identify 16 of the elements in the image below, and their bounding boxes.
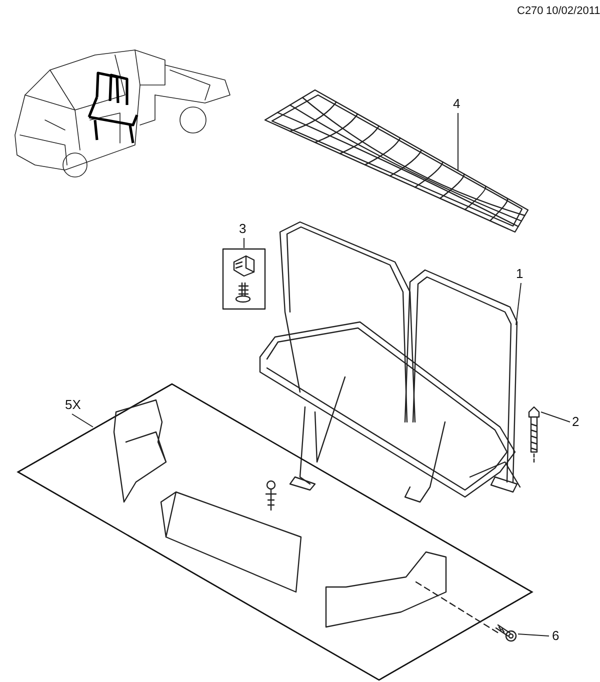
leader-line — [516, 282, 522, 326]
bolt-drawing — [527, 406, 541, 464]
callout-number: 5X — [65, 397, 81, 412]
screw-drawing — [496, 624, 518, 644]
callout-number: 1 — [516, 266, 524, 281]
leader-line — [72, 414, 94, 428]
callout-number: 4 — [453, 96, 460, 111]
callout-number: 3 — [239, 221, 246, 236]
kit-outline — [16, 382, 534, 682]
leader-line — [540, 412, 570, 422]
leader-line — [518, 634, 550, 636]
callout-number: 6 — [552, 628, 560, 643]
callout-number: 2 — [572, 414, 580, 429]
clip-kit-drawing — [222, 248, 266, 310]
date-label: 10/02/2011 — [546, 4, 600, 19]
page-code: C270 — [517, 4, 544, 19]
